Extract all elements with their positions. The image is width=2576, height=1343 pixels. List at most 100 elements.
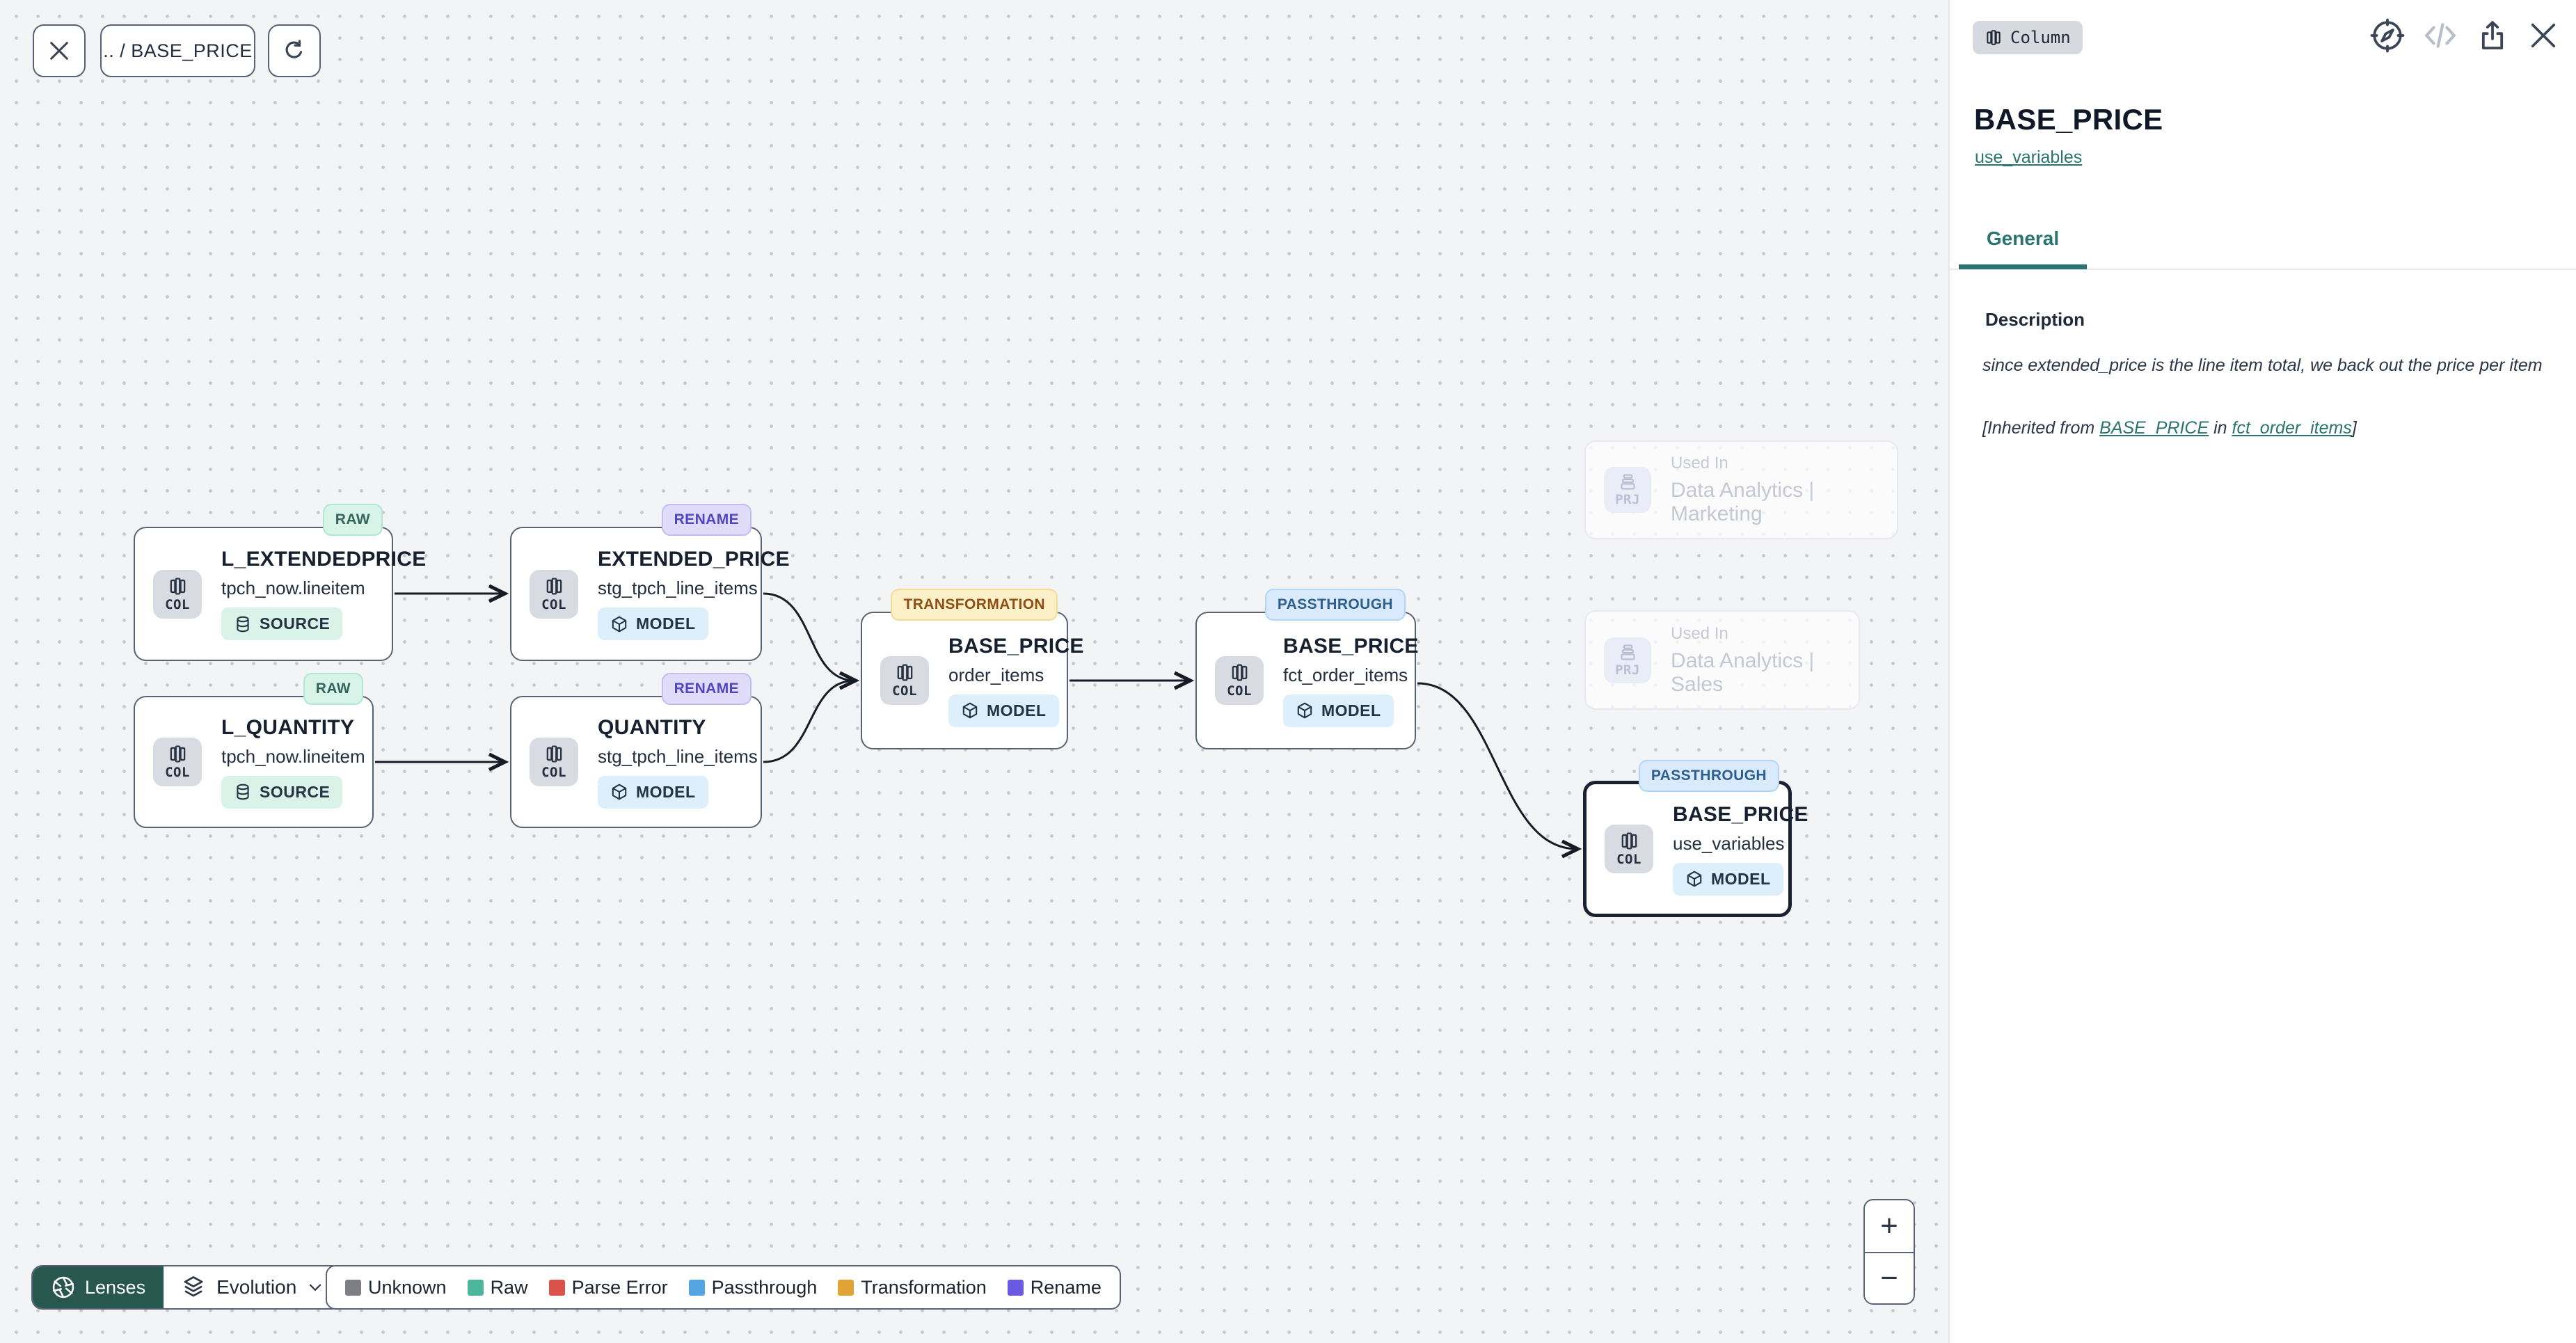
legend-item: Parse Error [548,1277,668,1298]
used-in-node-marketing[interactable]: PRJ Used In Data Analytics | Marketing [1584,440,1898,539]
zoom-in-button[interactable]: + [1865,1200,1914,1252]
cube-icon [962,702,978,719]
node-subtitle: order_items [948,664,1044,685]
lens-badge: PASSTHROUGH [1638,760,1779,792]
legend-item: Unknown [345,1277,447,1298]
refresh-button[interactable] [268,24,321,77]
explore-compass-button[interactable] [2370,18,2405,53]
lenses-button[interactable]: Lenses [33,1266,164,1308]
view-code-button[interactable] [2423,18,2458,53]
column-chip: COL [153,738,202,786]
lens-badge: RAW [322,504,383,536]
columns-icon [897,664,912,681]
model-pill: MODEL [598,607,708,640]
breadcrumb-label: .. / BASE_PRICE [103,40,253,61]
columns-icon [1232,664,1247,681]
zoom-out-button[interactable]: − [1865,1252,1914,1303]
code-icon [2424,23,2456,48]
model-pill: MODEL [948,694,1059,727]
project-chip: PRJ [1604,637,1651,683]
node-subtitle: stg_tpch_line_items [598,578,758,598]
node-title: L_EXTENDEDPRICE [221,548,427,571]
close-lineage-button[interactable] [33,24,86,77]
detail-panel: Column BASE_PRICE use_variables General … [1948,0,2576,1343]
panel-actions [2370,18,2559,53]
source-pill: SOURCE [221,775,343,809]
tabs-divider [1950,269,2576,270]
used-in-node-sales[interactable]: PRJ Used In Data Analytics | Sales [1584,610,1860,710]
legend-item: Rename [1007,1277,1102,1298]
node-title: EXTENDED_PRICE [598,548,790,571]
columns-icon [546,577,562,595]
inherited-model-link[interactable]: fct_order_items [2232,418,2352,438]
node-title: BASE_PRICE [948,634,1084,658]
model-link[interactable]: use_variables [1975,148,2083,167]
node-title: BASE_PRICE [1673,802,1808,826]
inherited-column-link[interactable]: BASE_PRICE [2099,418,2209,438]
lineage-node-base-price-use-variables[interactable]: PASSTHROUGH COL BASE_PRICE use_variables… [1583,760,1808,917]
columns-icon [170,745,185,763]
model-pill: MODEL [598,775,708,809]
share-button[interactable] [2476,19,2509,52]
column-chip: COL [1605,825,1653,873]
lens-badge: PASSTHROUGH [1264,589,1406,621]
share-icon [2481,21,2504,49]
lineage-node-base-price-order-items[interactable]: TRANSFORMATION COL BASE_PRICE order_item… [861,589,1083,749]
layers-icon [184,1276,203,1297]
lenses-label: Lenses [85,1276,146,1298]
ghost-title: Used In [1671,454,1728,472]
drawers-icon [1620,644,1635,660]
lineage-node-l-extendedprice[interactable]: RAW COL L_EXTENDEDPRICE tpch_now.lineite… [134,504,426,661]
ghost-subtitle: Data Analytics | Sales [1671,649,1815,696]
zoom-controls: + − [1863,1199,1915,1305]
columns-icon [1987,30,2001,45]
node-subtitle: fct_order_items [1283,664,1408,685]
close-panel-button[interactable] [2527,19,2559,51]
model-pill: MODEL [1283,694,1394,727]
entity-type-label: Column [2010,28,2071,47]
lineage-node-base-price-fct-order-items[interactable]: PASSTHROUGH COL BASE_PRICE fct_order_ite… [1195,589,1419,749]
cube-icon [1297,702,1312,719]
column-chip: COL [153,569,202,619]
node-subtitle: stg_tpch_line_items [598,745,758,767]
tab-general[interactable]: General [1959,228,2087,269]
source-pill: SOURCE [221,607,343,640]
lineage-node-l-quantity[interactable]: RAW COL L_QUANTITY tpch_now.lineitem SOU… [134,673,374,828]
lens-legend: Unknown Raw Parse Error Passthrough Tran… [326,1265,1121,1310]
compass-icon [2370,18,2405,53]
cube-icon [1687,871,1702,887]
drawers-icon [1620,474,1635,490]
description-heading: Description [1985,309,2085,330]
node-subtitle: tpch_now.lineitem [221,578,365,598]
cube-icon [612,616,627,632]
database-icon [237,616,249,632]
project-chip: PRJ [1604,467,1651,513]
column-chip: COL [1215,656,1264,705]
description-inherited: [Inherited from BASE_PRICE in fct_order_… [1982,418,2357,438]
legend-swatch [688,1279,705,1296]
columns-icon [1621,832,1637,850]
legend-swatch [838,1279,854,1296]
lineage-node-extended-price[interactable]: RENAME COL EXTENDED_PRICE stg_tpch_line_… [510,504,790,661]
lineage-node-quantity[interactable]: RENAME COL QUANTITY stg_tpch_line_items … [510,673,762,828]
ghost-title: Used In [1671,623,1728,643]
cube-icon [612,784,627,800]
lineage-canvas[interactable]: .. / BASE_PRICE RAW COL L_EXTENDEDPRICE … [0,0,1948,1343]
columns-icon [170,577,185,595]
entity-type-badge: Column [1973,21,2083,54]
columns-icon [546,745,562,763]
lens-badge: RAW [303,673,363,705]
node-title: BASE_PRICE [1283,634,1419,658]
close-icon [50,42,68,60]
database-icon [237,784,249,800]
lens-badge: TRANSFORMATION [891,589,1058,621]
node-title: L_QUANTITY [221,715,355,739]
close-icon [2531,23,2556,48]
node-subtitle: use_variables [1673,832,1785,854]
breadcrumb[interactable]: .. / BASE_PRICE [100,24,255,77]
lens-selector[interactable]: Evolution [164,1266,342,1308]
legend-swatch [345,1279,361,1296]
lens-badge: RENAME [661,504,752,536]
model-pill: MODEL [1673,862,1783,896]
node-title: QUANTITY [598,715,706,739]
